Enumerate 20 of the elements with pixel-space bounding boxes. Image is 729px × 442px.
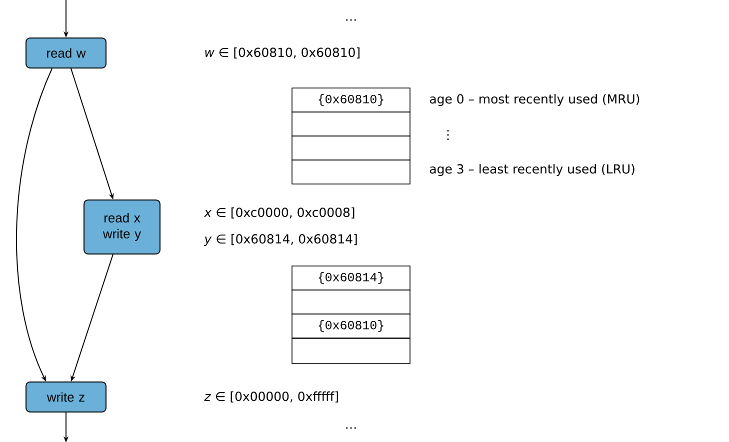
process-box: write z bbox=[26, 382, 106, 412]
ellipsis: … bbox=[346, 427, 356, 429]
value-range: y ∈ [0x60814, 0x60814] bbox=[204, 234, 357, 246]
process-box: read x write y bbox=[84, 200, 160, 254]
ellipsis: … bbox=[346, 19, 356, 21]
empty-cache-cell bbox=[292, 338, 410, 364]
age-note: age 0 – most recently used (MRU) bbox=[430, 94, 640, 106]
value-range: z ∈ [0x00000, 0xfffff] bbox=[204, 391, 338, 403]
empty-cache-cell bbox=[292, 136, 410, 160]
cache-cell: {0x60810} bbox=[292, 88, 410, 112]
ellipsis: ⋮ bbox=[447, 130, 449, 140]
age-note: age 3 – least recently used (LRU) bbox=[430, 164, 634, 176]
value-range: x ∈ [0xc0000, 0xc0008] bbox=[204, 207, 354, 219]
empty-cache-cell bbox=[292, 112, 410, 136]
empty-cache-cell bbox=[292, 160, 410, 184]
value-range: w ∈ [0x60810, 0x60810] bbox=[205, 47, 360, 59]
cache-cell: {0x60814} bbox=[292, 266, 410, 290]
cache-cell: {0x60810} bbox=[292, 314, 410, 338]
process-box: read w bbox=[26, 38, 106, 68]
empty-cache-cell bbox=[292, 290, 410, 314]
